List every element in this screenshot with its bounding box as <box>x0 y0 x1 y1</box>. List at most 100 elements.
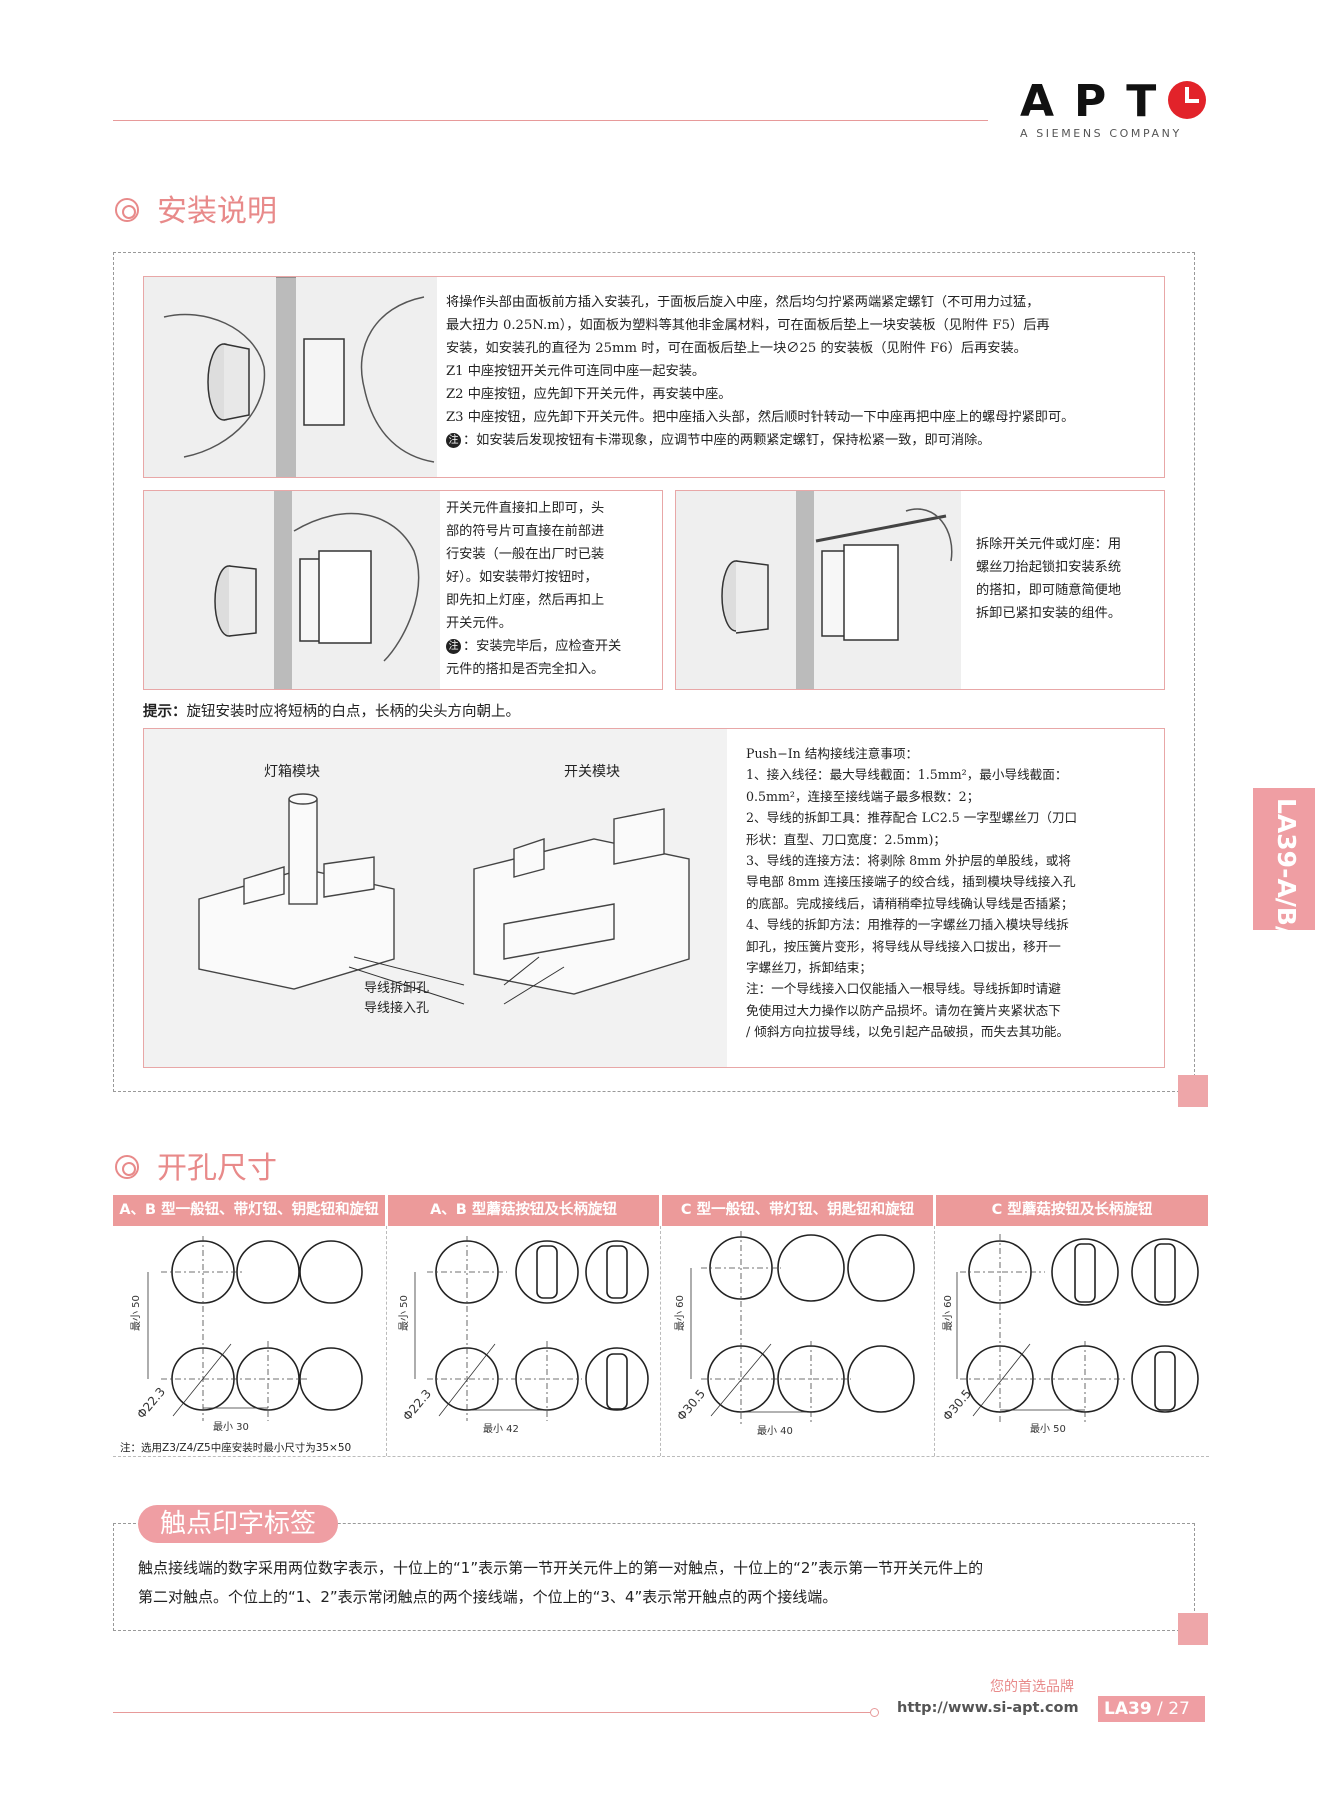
ring-icon <box>115 197 139 222</box>
remove-hole-label: 导线拆卸孔 <box>364 981 430 996</box>
module-light-label: 灯箱模块 <box>264 764 320 780</box>
install-block-4: 灯箱模块 开关模块 导线拆卸孔 导线接入孔 P <box>143 728 1165 1068</box>
note-text: ：安装完毕后，应检查开关 <box>463 639 622 654</box>
text-line: 形状：直型、刀口宽度：2.5mm)； <box>746 831 946 847</box>
holes-bottom-rule <box>113 1456 1209 1457</box>
holes-diagram-2: 最小 50 最小 42 Φ22.3 <box>387 1226 661 1456</box>
side-tab: LA39-A/B/C <box>1253 788 1315 953</box>
holes-title-text: 开孔尺寸 <box>157 1151 277 1186</box>
holes-col-header-1: A、B 型一般钮、带灯钮、钥匙钮和旋钮 <box>113 1195 385 1226</box>
text-line: 注：一个导线接入口仅能插入一根导线。导线拆卸时请避 <box>746 981 1061 997</box>
push-in-notes: Push−In 结构接线注意事项： 1、接入线径：最大导线截面：1.5mm²，最… <box>746 743 1158 1043</box>
dim-vertical: 最小 60 <box>675 1295 686 1331</box>
footer-url[interactable]: http://www.si-apt.com <box>897 1700 1079 1716</box>
ring-icon <box>115 1154 139 1179</box>
install-photo-3 <box>676 491 961 689</box>
text-line: 卸孔，按压簧片变形，将导线从导线接入口拔出，移开一 <box>746 938 1061 954</box>
dim-vertical: 最小 50 <box>131 1295 142 1331</box>
text-line: 拆除开关元件或灯座：用 <box>976 537 1122 552</box>
text-line: 导电部 8mm 连接压接端子的绞合线，插到模块导线接入孔 <box>746 874 1076 890</box>
pink-corner-square <box>1178 1075 1208 1107</box>
footer-rule <box>113 1712 873 1713</box>
text-line: Z1 中座按钮开关元件可连同中座一起安装。 <box>446 364 706 379</box>
install-title-text: 安装说明 <box>157 194 277 229</box>
text-line: 最大扭力 0.25N.m），如面板为塑料等其他非金属材料，可在面板后垫上一块安装… <box>446 318 1050 333</box>
side-tab-label: LA39-A/B/C <box>1272 798 1301 954</box>
text-line: Push−In 结构接线注意事项： <box>746 746 919 761</box>
hint-text: 旋钮安装时应将短柄的白点，长柄的尖头方向朝上。 <box>186 704 521 720</box>
holes-diagram-4: 最小 60 最小 50 Φ30.5 <box>935 1226 1209 1456</box>
pink-corner-square <box>1178 1613 1208 1645</box>
holes-section-title: 开孔尺寸 <box>115 1143 277 1187</box>
install-block-2-text: 开关元件直接扣上即可，头 部的符号片可直接在前部进 行安装（一般在出厂时已装 好… <box>446 497 656 681</box>
text-line: 字螺丝刀，拆卸结束； <box>746 960 872 976</box>
logo-text: APT <box>1020 76 1177 127</box>
holes-col-header-4: C 型蘑菇按钮及长柄旋钮 <box>936 1195 1208 1226</box>
text-line: 安装，如安装孔的直径为 25mm 时，可在面板后垫上一块∅25 的安装板（见附件… <box>446 341 1027 356</box>
install-block-2: 开关元件直接扣上即可，头 部的符号片可直接在前部进 行安装（一般在出厂时已装 好… <box>143 490 663 690</box>
dim-vertical: 最小 60 <box>943 1295 954 1331</box>
install-photo-2 <box>144 491 440 689</box>
note-icon: 注 <box>446 639 461 654</box>
note-line: 注：安装完毕后，应检查开关 <box>446 635 656 658</box>
insert-hole-label: 导线接入孔 <box>364 1001 430 1016</box>
text-line: / 倾斜方向拉拔导线，以免引起产品破损，而失去其功能。 <box>746 1024 1070 1040</box>
text-line: 将操作头部由面板前方插入安装孔，于面板后旋入中座，然后均匀拧紧两端紧定螺钉（不可… <box>446 295 1040 310</box>
install-block-1: 将操作头部由面板前方插入安装孔，于面板后旋入中座，然后均匀拧紧两端紧定螺钉（不可… <box>143 276 1165 478</box>
apt-logo: APT <box>1020 76 1210 128</box>
holes-diagram-3: 最小 60 最小 40 Φ30.5 <box>661 1226 935 1456</box>
install-photo-1 <box>144 277 437 477</box>
logo-subtitle: A SIEMENS COMPANY <box>1020 127 1182 140</box>
text-line: 免使用过大力操作以防产品损坏。请勿在簧片夹紧状态下 <box>746 1002 1061 1018</box>
footer-page-number: 27 <box>1168 1699 1190 1719</box>
hint-label: 提示： <box>143 704 187 720</box>
install-dashed-frame <box>113 252 1195 1092</box>
dim-vertical: 最小 50 <box>399 1295 410 1331</box>
note-text: 元件的搭扣是否完全扣入。 <box>446 662 605 677</box>
install-hint: 提示：旋钮安装时应将短柄的白点，长柄的尖头方向朝上。 <box>143 700 520 721</box>
contact-title-pill: 触点印字标签 <box>138 1505 338 1543</box>
dim-horizontal: 最小 30 <box>213 1422 249 1433</box>
text-line: 4、导线的拆卸方法：用推荐的一字螺丝刀插入模块导线拆 <box>746 917 1069 933</box>
text-line: 拆卸已紧扣安装的组件。 <box>976 606 1122 621</box>
text-line: 0.5mm²，连接至接线端子最多根数：2； <box>746 788 980 804</box>
footer-series: LA39 <box>1104 1699 1152 1719</box>
footer-page-tag: LA39 / 27 <box>1098 1696 1205 1722</box>
text-line: 行安装（一般在出厂时已装 <box>446 547 605 562</box>
dim-horizontal: 最小 50 <box>1030 1424 1066 1435</box>
module-switch-label: 开关模块 <box>564 764 620 780</box>
holes-col-header-2: A、B 型蘑菇按钮及长柄旋钮 <box>388 1195 659 1226</box>
install-section-title: 安装说明 <box>115 186 277 230</box>
module-drawing <box>198 793 690 1005</box>
footer-dot <box>870 1708 879 1717</box>
note-icon: 注 <box>446 433 461 448</box>
install-block-3: 拆除开关元件或灯座：用 螺丝刀抬起锁扣安装系统 的搭扣，即可随意简便地 拆卸已紧… <box>675 490 1165 690</box>
text-line: 开关元件直接扣上即可，头 <box>446 501 605 516</box>
text-line: 螺丝刀抬起锁扣安装系统 <box>976 560 1122 575</box>
holes-col-header-3: C 型一般钮、带灯钮、钥匙钮和旋钮 <box>662 1195 933 1226</box>
text-line: 2、导线的拆卸工具：推荐配合 LC2.5 一字型螺丝刀（刀口 <box>746 810 1078 826</box>
footer-slogan: 您的首选品牌 <box>990 1679 1074 1695</box>
header-rule <box>113 120 988 121</box>
text-line: 的搭扣，即可随意简便地 <box>976 583 1122 598</box>
contact-body: 触点接线端的数字采用两位数字表示，十位上的“1”表示第一节开关元件上的第一对触点… <box>138 1554 1188 1612</box>
note-line: 注：如安装后发现按钮有卡滞现象，应调节中座的两颗紧定螺钉，保持松紧一致，即可消除… <box>446 429 1158 452</box>
text-line: 的底部。完成接线后，请稍稍牵拉导线确认导线是否插紧； <box>746 895 1074 911</box>
contact-dashed-frame <box>113 1523 1195 1631</box>
text-line: 1、接入线径：最大导线截面：1.5mm²，最小导线截面： <box>746 767 1068 783</box>
holes-diagram-1: 最小 50 最小 30 Φ22.3 <box>113 1226 387 1456</box>
text-line: 开关元件。 <box>446 616 512 631</box>
text-line: 部的符号片可直接在前部进 <box>446 524 605 539</box>
text-line: Z2 中座按钮，应先卸下开关元件，再安装中座。 <box>446 387 732 402</box>
note-text: ：如安装后发现按钮有卡滞现象，应调节中座的两颗紧定螺钉，保持松紧一致，即可消除。 <box>463 433 991 448</box>
text-line: 好）。如安装带灯按钮时， <box>446 570 598 585</box>
text-line: 3、导线的连接方法：将剥除 8mm 外护层的单股线，或将 <box>746 853 1071 869</box>
dim-horizontal: 最小 42 <box>483 1424 519 1435</box>
dim-horizontal: 最小 40 <box>757 1426 793 1437</box>
install-block-3-text: 拆除开关元件或灯座：用 螺丝刀抬起锁扣安装系统 的搭扣，即可随意简便地 拆卸已紧… <box>976 533 1156 625</box>
text-line: 第二对触点。个位上的“1、2”表示常闭触点的两个接线端，个位上的“3、4”表示常… <box>138 1588 838 1606</box>
text-line: 触点接线端的数字采用两位数字表示，十位上的“1”表示第一节开关元件上的第一对触点… <box>138 1559 984 1577</box>
logo-clock-icon <box>1168 81 1206 119</box>
module-figure: 灯箱模块 开关模块 导线拆卸孔 导线接入孔 <box>144 729 727 1067</box>
text-line: Z3 中座按钮，应先卸下开关元件。把中座插入头部，然后顺时针转动一下中座再把中座… <box>446 410 1075 425</box>
